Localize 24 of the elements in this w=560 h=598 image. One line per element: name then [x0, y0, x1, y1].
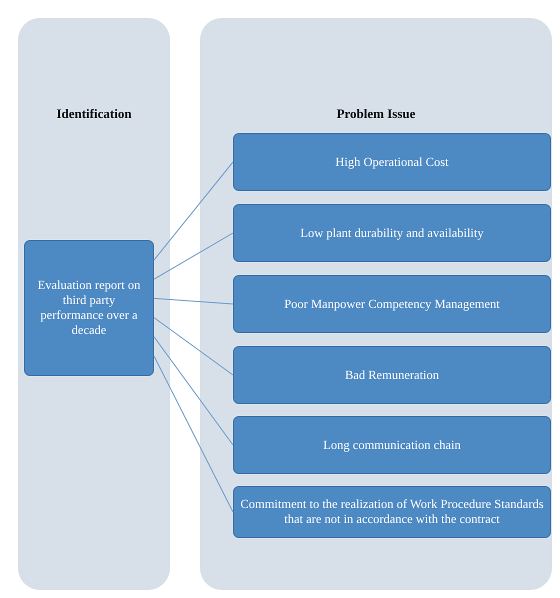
process-box	[233, 204, 551, 262]
box-text: Poor Manpower Competency Management	[284, 296, 500, 312]
group-panel	[200, 18, 552, 590]
connector-line	[154, 317, 234, 376]
connector-line	[154, 356, 234, 512]
process-box	[233, 486, 551, 538]
box-text: Low plant durability and availability	[300, 226, 484, 240]
box-text: High Operational Cost	[335, 154, 449, 170]
connector-line	[154, 298, 234, 304]
box-text: Long communication chain	[323, 438, 461, 452]
connector-line	[154, 336, 234, 446]
panel-heading: Problem Issue	[336, 106, 416, 122]
group-panel	[18, 18, 170, 590]
process-box	[233, 275, 551, 333]
process-box	[233, 346, 551, 404]
box-text: Commitment to the realization of Work Procedure Standards that are not in accordance with the contract	[239, 497, 545, 527]
process-box	[24, 240, 154, 376]
connector-line	[154, 162, 234, 260]
box-text: Bad Remuneration	[344, 368, 440, 382]
process-box	[233, 133, 551, 191]
panel-heading: Identification	[55, 106, 133, 122]
connector-line	[154, 232, 234, 280]
box-text: Evaluation report on third party performance over a decade	[36, 278, 142, 338]
process-box	[233, 416, 551, 474]
